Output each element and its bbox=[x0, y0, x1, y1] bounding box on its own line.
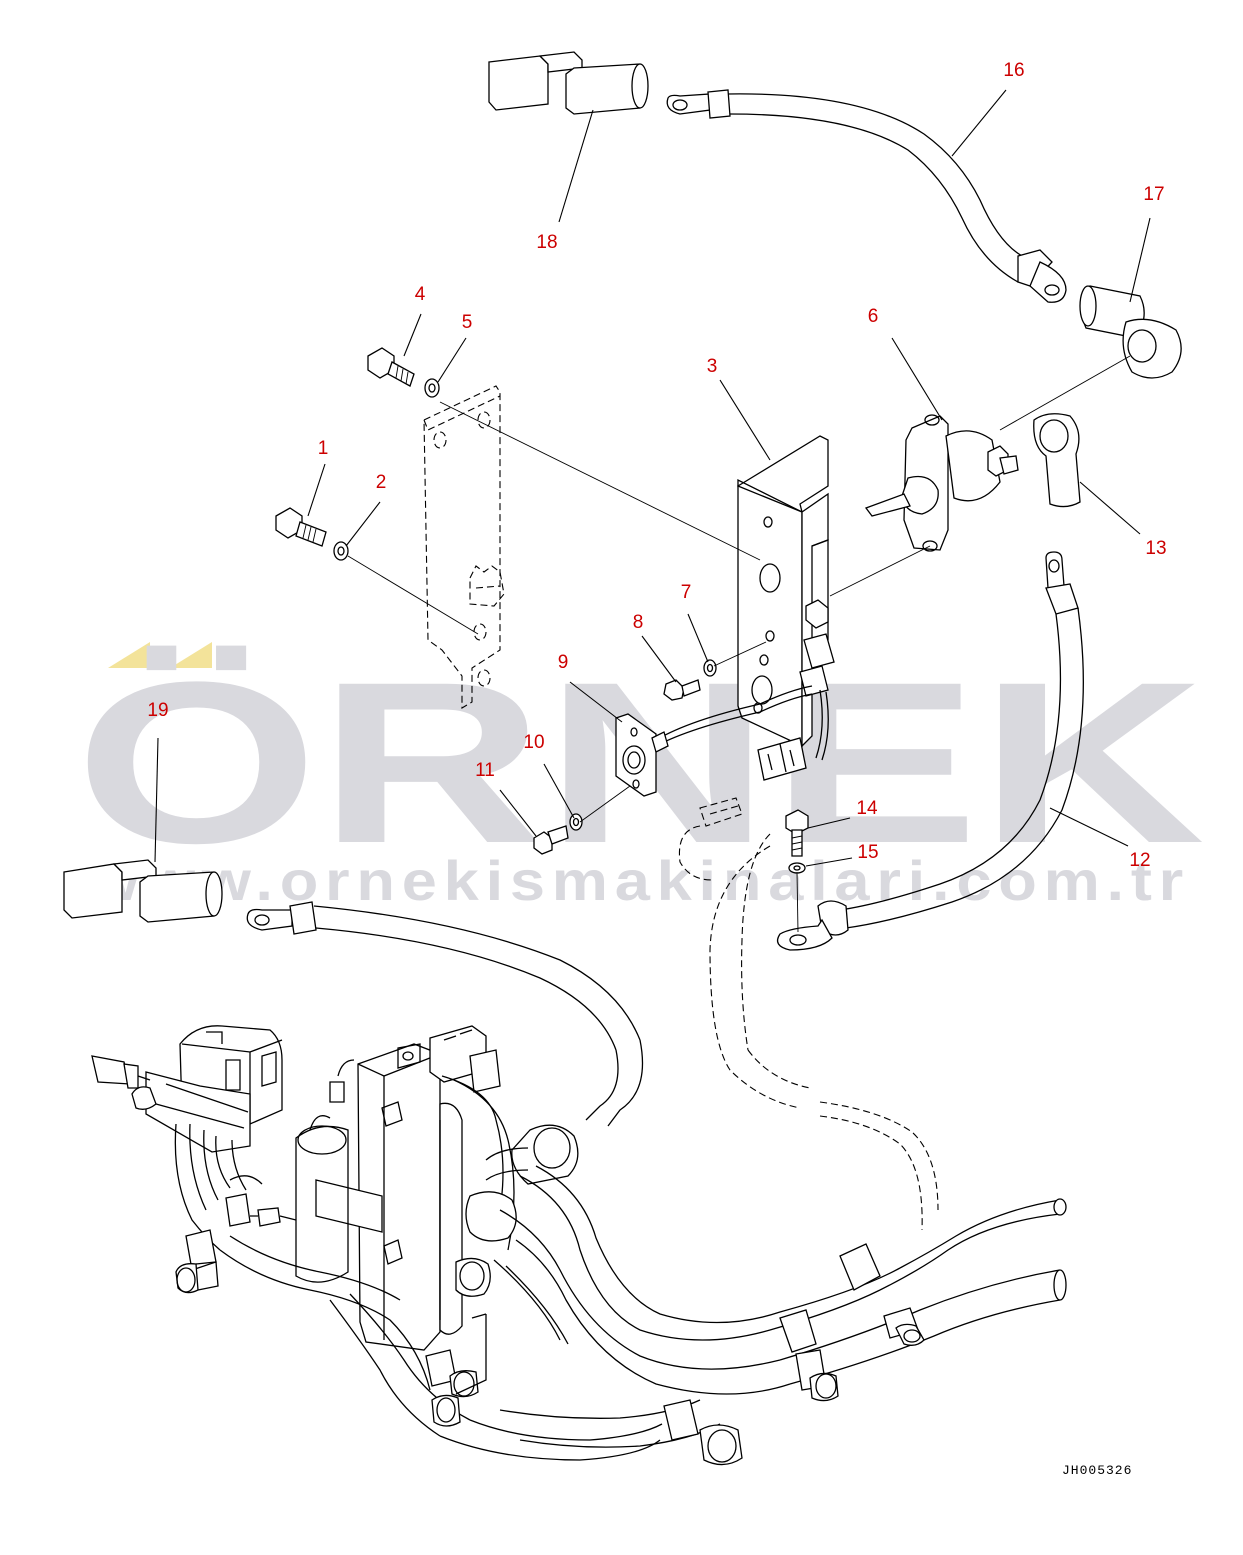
part-5-washer bbox=[424, 378, 440, 398]
reference-cable-lower bbox=[246, 901, 644, 1127]
callout-19: 19 bbox=[147, 700, 168, 721]
part-1-bolt bbox=[275, 507, 327, 547]
part-10-washer bbox=[569, 813, 583, 831]
watermark-url: www.ornekismakinalari.com.tr bbox=[89, 849, 1190, 912]
watermark-umlaut-left bbox=[108, 642, 150, 668]
callout-13: 13 bbox=[1145, 538, 1166, 559]
reference-harness-assembly bbox=[91, 1025, 1067, 1466]
watermark-umlaut-right bbox=[170, 642, 212, 668]
callout-leaders bbox=[154, 89, 1151, 933]
callout-18: 18 bbox=[536, 232, 557, 253]
callout-6: 6 bbox=[868, 306, 879, 327]
callout-8: 8 bbox=[633, 612, 644, 633]
callout-3: 3 bbox=[707, 356, 718, 377]
part-15-nut bbox=[788, 862, 806, 874]
callout-12: 12 bbox=[1129, 850, 1150, 871]
callout-9: 9 bbox=[558, 652, 569, 673]
callout-5: 5 bbox=[462, 312, 473, 333]
callout-14: 14 bbox=[856, 798, 878, 819]
part-2-washer bbox=[333, 541, 349, 561]
callout-15: 15 bbox=[857, 842, 878, 863]
callout-4: 4 bbox=[415, 284, 426, 305]
callout-labels: 1 2 3 4 5 6 7 8 9 10 11 12 13 14 15 16 1… bbox=[147, 60, 1166, 871]
part-19-terminal-cover bbox=[63, 859, 223, 923]
callout-7: 7 bbox=[681, 582, 692, 603]
part-9-switch bbox=[615, 685, 829, 797]
part-17-terminal-boot bbox=[1079, 285, 1182, 379]
callout-16: 16 bbox=[1003, 60, 1024, 81]
part-8-screw bbox=[663, 679, 701, 701]
callout-2: 2 bbox=[376, 472, 387, 493]
part-12-battery-cable bbox=[776, 551, 1084, 951]
part-14-bolt bbox=[785, 809, 809, 857]
part-11-screw bbox=[533, 825, 569, 855]
part-18-terminal-cover bbox=[488, 51, 649, 115]
callout-1: 1 bbox=[318, 438, 329, 459]
phantom-mounting-plate bbox=[423, 385, 505, 709]
part-4-bolt bbox=[367, 347, 415, 387]
part-6-battery-relay bbox=[864, 414, 1019, 552]
part-13-terminal-boot bbox=[1033, 413, 1081, 508]
part-16-battery-cable bbox=[666, 89, 1067, 303]
phantom-harness-branch bbox=[678, 797, 939, 1231]
part-3-bracket bbox=[737, 435, 835, 748]
drawing-code: JH005326 bbox=[1062, 1463, 1132, 1478]
callout-10: 10 bbox=[523, 732, 544, 753]
callout-17: 17 bbox=[1143, 184, 1164, 205]
part-7-washer bbox=[703, 659, 717, 677]
callout-11: 11 bbox=[475, 760, 495, 781]
